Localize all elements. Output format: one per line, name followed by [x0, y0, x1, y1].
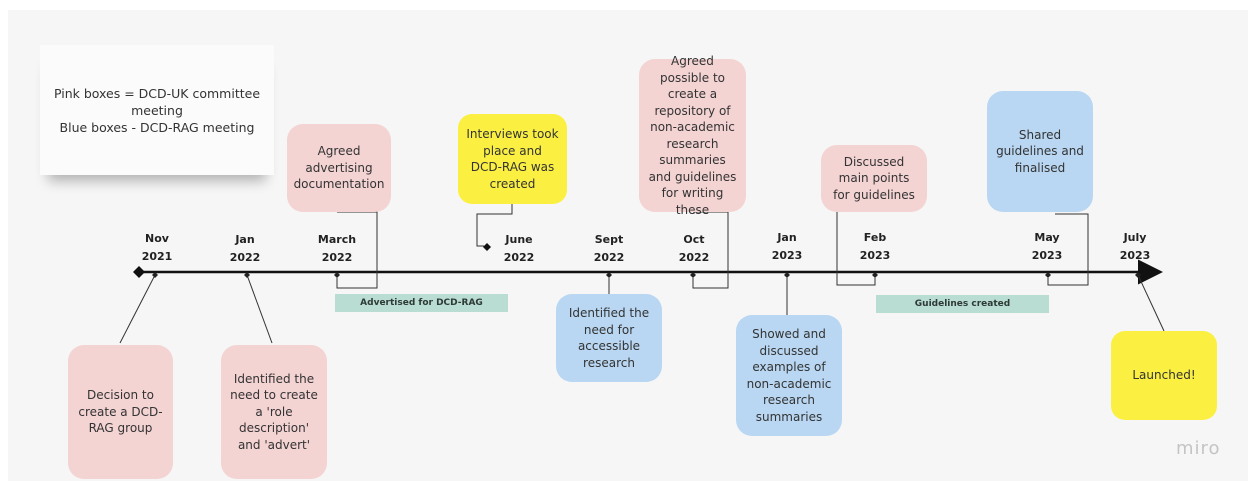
event-agreed-advertising[interactable]: Agreed advertising documentation — [287, 124, 391, 212]
bar-advertised[interactable]: Advertised for DCD-RAG — [335, 294, 508, 312]
event-identified-accessible-text: Identified the need for accessible resea… — [568, 306, 650, 370]
event-launched-text: Launched! — [1132, 368, 1196, 383]
legend-line-blue: Blue boxes - DCD-RAG meeting — [59, 119, 255, 135]
event-interviews[interactable]: Interviews took place and DCD-RAG was cr… — [458, 114, 567, 204]
event-identified-role-text: Identified the need to create a 'role de… — [230, 371, 318, 452]
connector-identified-role-marker — [244, 272, 250, 278]
connector-agreed-repository — [692, 211, 729, 289]
connector-launched-marker — [1135, 272, 1141, 278]
event-agreed-advertising-text: Agreed advertising documentation — [293, 144, 385, 192]
event-agreed-repository-text: Agreed possible to create a repository o… — [648, 54, 737, 217]
connector-agreed-repository-marker — [690, 272, 696, 278]
connector-interviews-marker — [483, 243, 491, 251]
connector-agreed-advertising — [336, 211, 378, 289]
timeline-start-diamond — [133, 266, 145, 278]
event-showed-examples-text: Showed and discussed examples of non-aca… — [746, 327, 832, 424]
event-shared-guidelines-text: Shared guidelines and finalised — [996, 127, 1084, 175]
connector-launched — [1137, 274, 1165, 332]
bar-advertised-label: Advertised for DCD-RAG — [360, 298, 483, 308]
bar-guidelines[interactable]: Guidelines created — [876, 295, 1049, 313]
connector-identified-role — [246, 274, 273, 344]
event-showed-examples[interactable]: Showed and discussed examples of non-aca… — [736, 315, 842, 436]
event-shared-guidelines[interactable]: Shared guidelines and finalised — [987, 91, 1093, 212]
connector-interviews — [476, 204, 513, 247]
connector-discussed-points — [836, 212, 876, 286]
event-agreed-repository[interactable]: Agreed possible to create a repository o… — [639, 54, 746, 217]
connector-decision — [119, 274, 156, 344]
connector-identified-accessible-marker — [606, 272, 612, 278]
event-discussed-points[interactable]: Discussed main points for guidelines — [821, 145, 927, 212]
event-launched[interactable]: Launched! — [1111, 331, 1217, 420]
connector-shared-guidelines — [1047, 213, 1089, 286]
event-decision[interactable]: Decision to create a DCD-RAG group — [68, 345, 173, 479]
connector-showed-examples-marker — [784, 272, 790, 278]
event-identified-accessible[interactable]: Identified the need for accessible resea… — [556, 294, 662, 382]
event-discussed-points-text: Discussed main points for guidelines — [833, 154, 915, 202]
legend-note[interactable]: Pink boxes = DCD-UK committee meeting Bl… — [40, 45, 274, 175]
event-interviews-text: Interviews took place and DCD-RAG was cr… — [466, 127, 559, 191]
connector-discussed-points-marker — [872, 272, 878, 278]
bar-guidelines-label: Guidelines created — [914, 299, 1011, 309]
miro-watermark: miro — [1176, 438, 1221, 459]
connector-shared-guidelines-marker — [1045, 272, 1051, 278]
event-decision-text: Decision to create a DCD-RAG group — [78, 388, 163, 436]
connector-agreed-advertising-marker — [334, 272, 340, 278]
event-identified-role[interactable]: Identified the need to create a 'role de… — [221, 345, 327, 479]
connector-decision-marker — [152, 272, 158, 278]
legend-line-pink: Pink boxes = DCD-UK committee meeting — [53, 85, 261, 118]
